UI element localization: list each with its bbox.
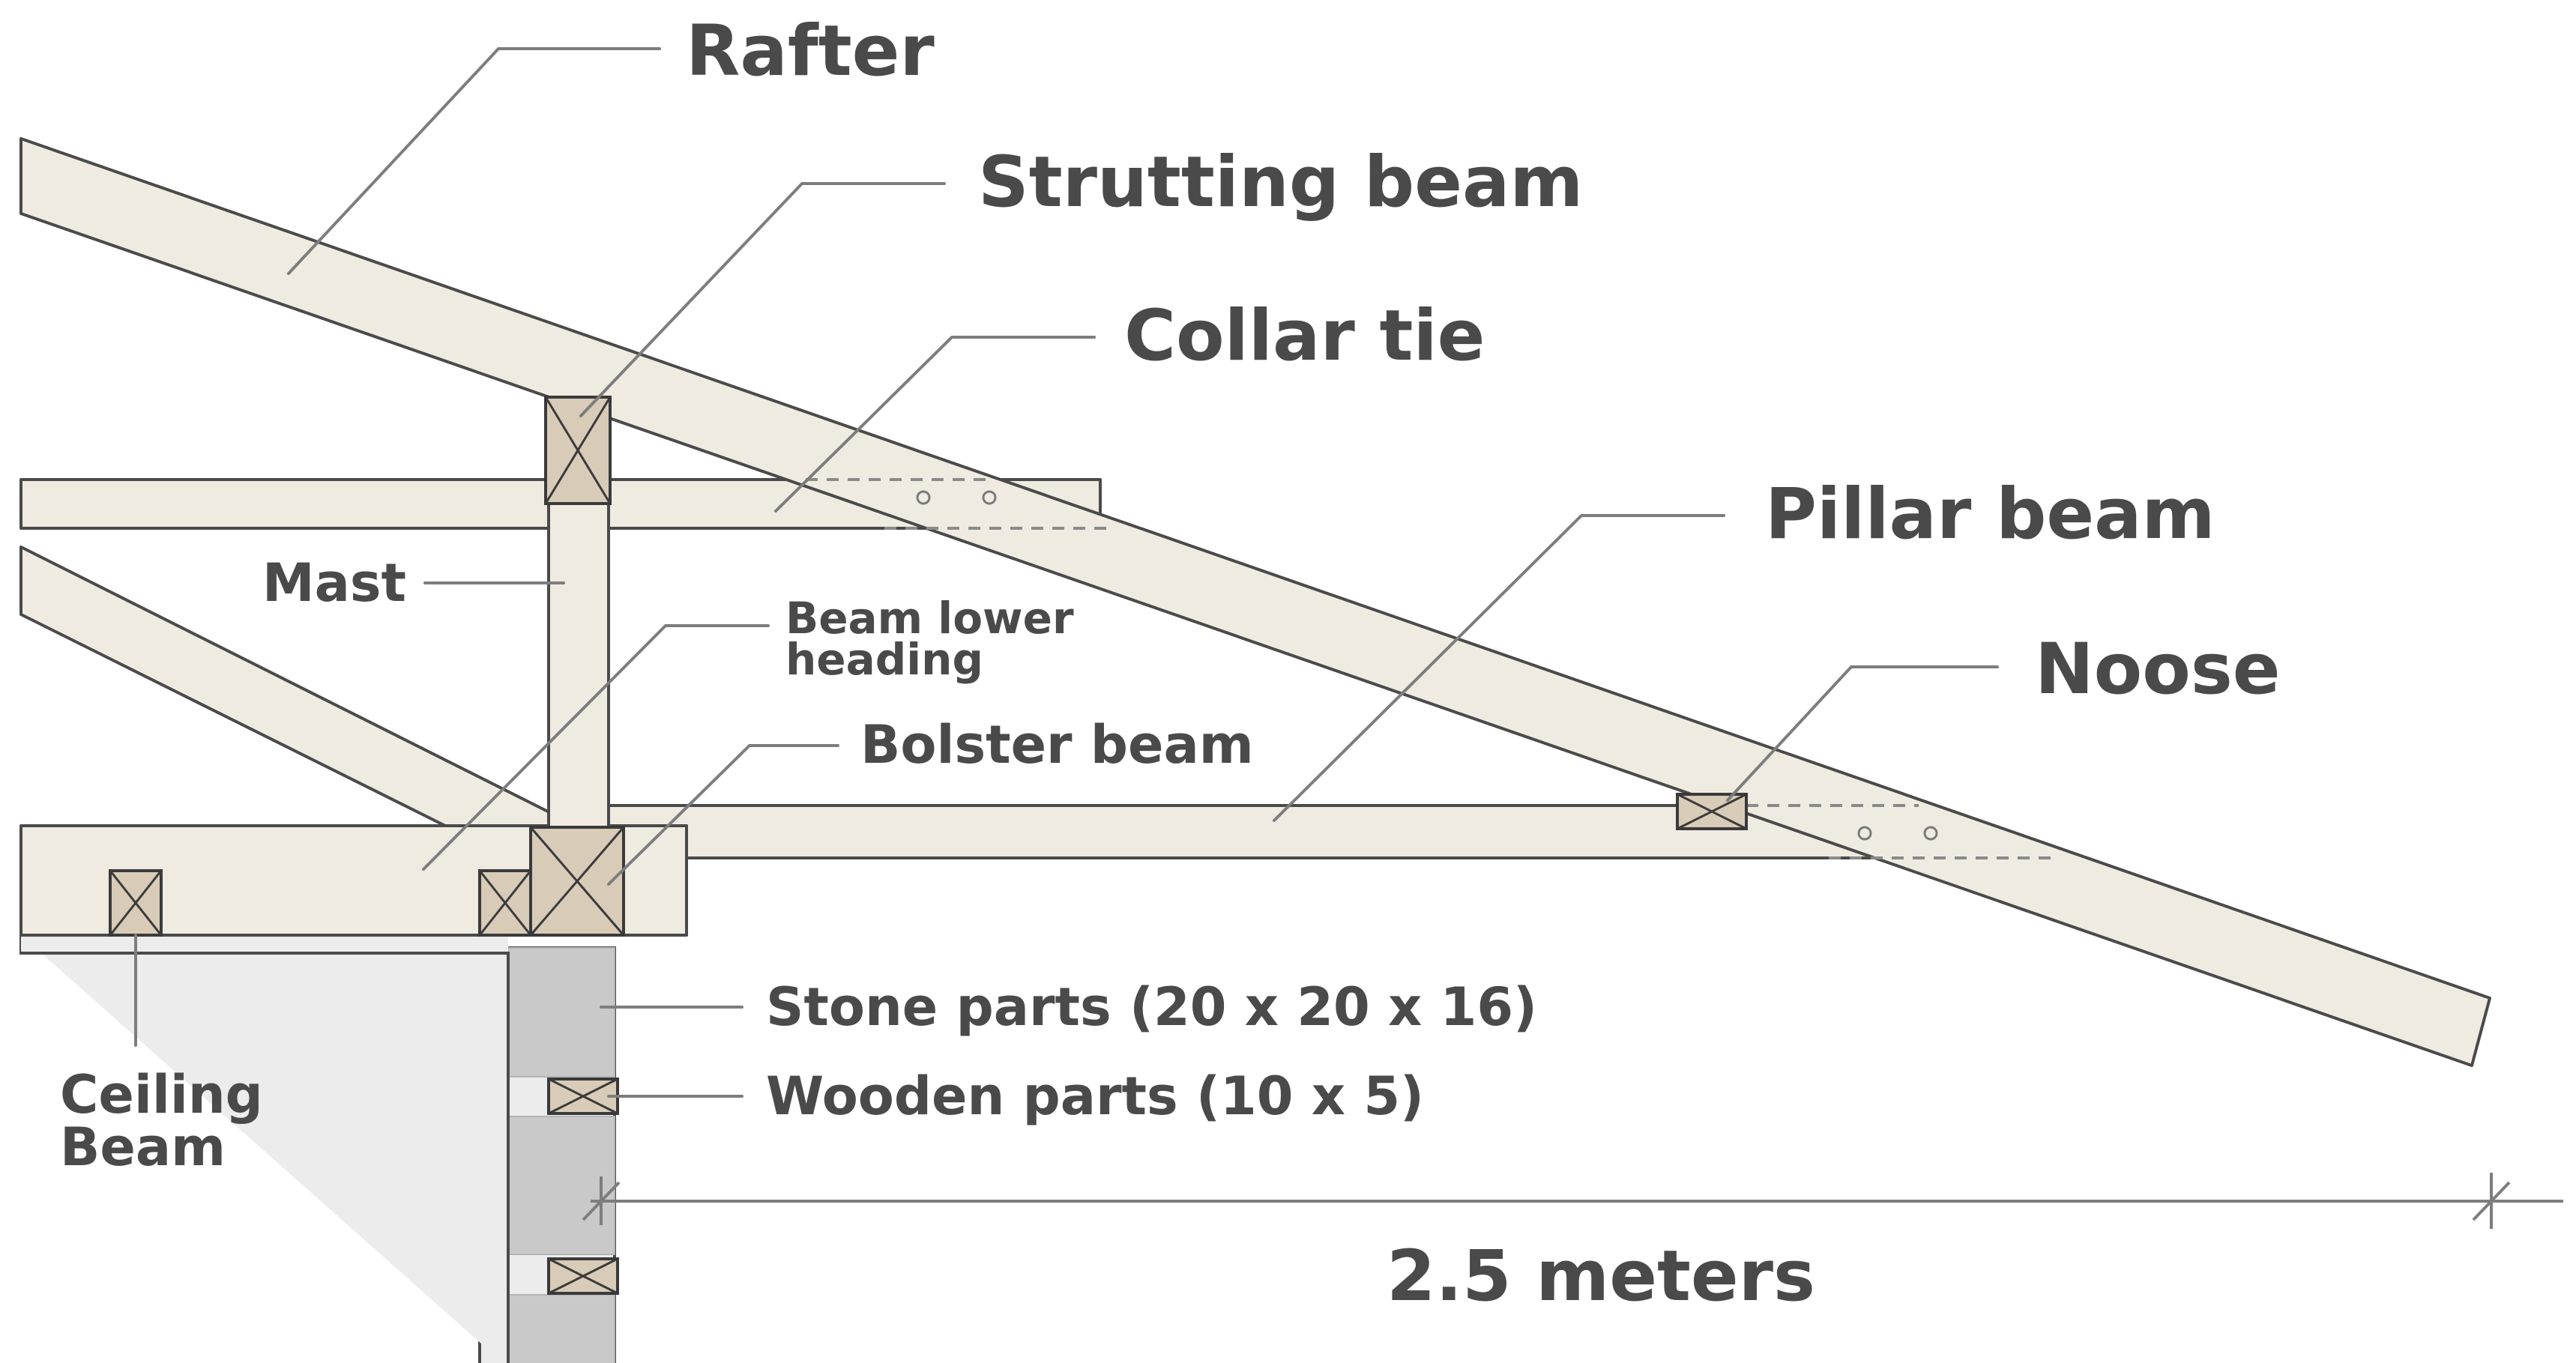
strutting-beam-label: Strutting beam [978, 142, 1583, 223]
pillar-beam-label: Pillar beam [1765, 474, 2215, 555]
ceiling-slab-fill [21, 937, 508, 952]
ceiling-beam-label-1: Ceiling [60, 1064, 263, 1125]
stone-part [507, 1294, 615, 1363]
noose-label: Noose [2035, 629, 2281, 710]
beam-lower-heading-leader [422, 624, 770, 871]
bolster-block [478, 869, 532, 937]
bolster-beam-label: Bolster beam [860, 714, 1254, 776]
ceiling-beam-label-2: Beam [60, 1116, 226, 1178]
rafter-leader [287, 47, 661, 275]
stone-parts-label: Stone parts (20 x 20 x 16) [766, 976, 1537, 1038]
bolt-hole [1857, 826, 1872, 841]
mast-label: Mast [262, 552, 406, 614]
wooden-part [547, 1078, 619, 1115]
dimension-label: 2.5 meters [1387, 1236, 1815, 1317]
beam-lower-heading-label-2: heading [785, 634, 983, 685]
bolt-hole [916, 490, 931, 505]
stone-part [507, 1116, 615, 1255]
bolt-hole [1923, 826, 1938, 841]
collar-tie-label: Collar tie [1124, 295, 1485, 377]
rafter-label: Rafter [686, 10, 935, 92]
rafter [19, 137, 2491, 1067]
beam-lower-heading-label-1: Beam lower [785, 593, 1074, 644]
wooden-parts-label: Wooden parts (10 x 5) [766, 1066, 1424, 1127]
noose-block [1676, 793, 1748, 830]
wooden-part [547, 1257, 619, 1295]
stone-part [507, 947, 615, 1078]
bolt-hole [982, 490, 997, 505]
bolster-beam-leader [607, 744, 839, 886]
noose-leader [1726, 665, 1999, 802]
pillar-beam-leader [1273, 514, 1725, 822]
beam-lower-heading-block [529, 826, 625, 937]
ceiling-beam-block [109, 869, 163, 937]
strutting-beam-leader [579, 182, 946, 417]
strutting-beam-block [544, 396, 612, 505]
collar-tie-leader [774, 336, 1096, 513]
